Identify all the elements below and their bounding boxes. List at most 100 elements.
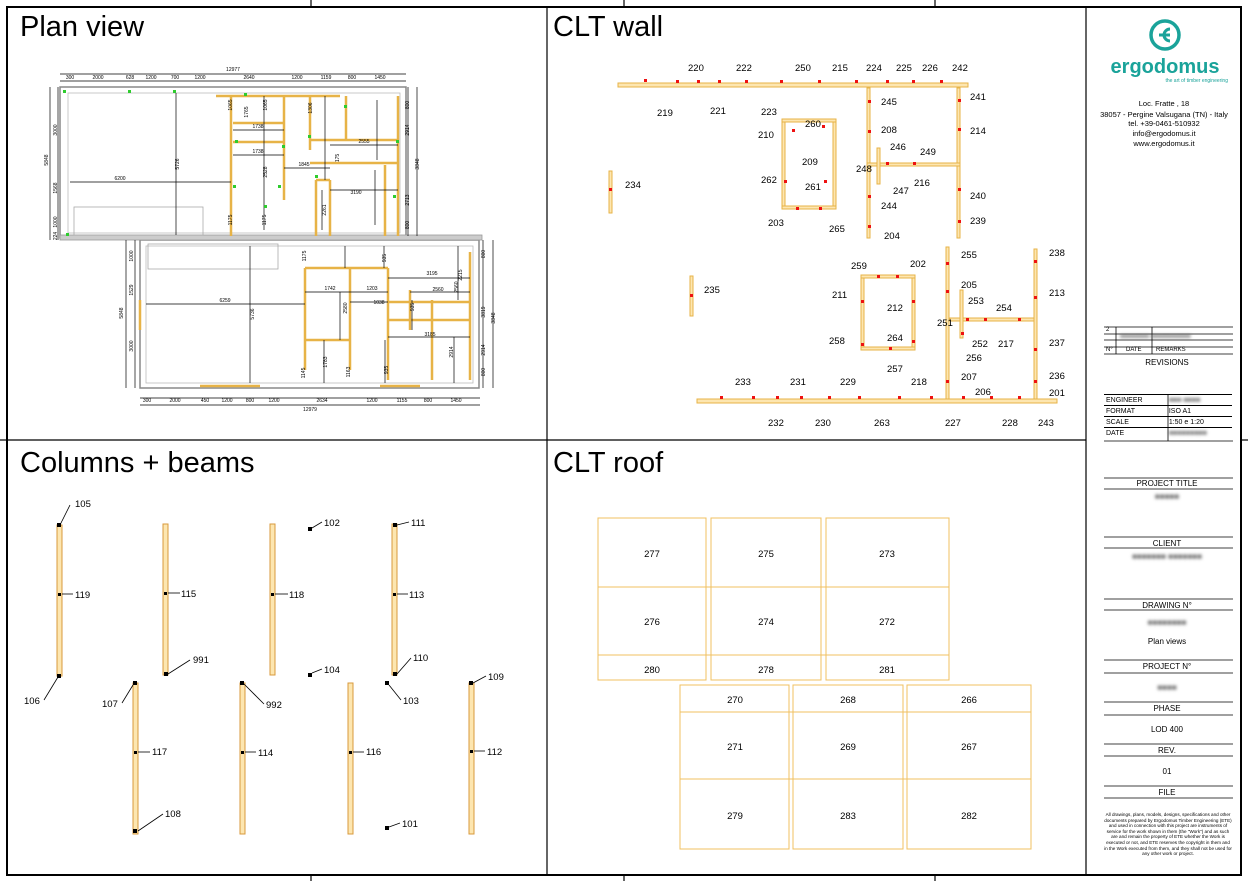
wall-element-label: 247 [893,186,909,197]
revision-number: 2 [1106,327,1110,333]
plan-dimension: 450 [201,398,210,404]
wall-element-label: 238 [1049,248,1065,259]
plan-dimension: 1163 [346,366,352,377]
prop-key: FORMAT [1104,405,1167,417]
plan-dimension: 3848 [491,312,497,323]
roof-panel-label: 279 [727,811,743,822]
plan-dimension: 5848 [119,307,125,318]
prop-key: SCALE [1104,416,1167,428]
drawing-number-label: DRAWING N° [1142,601,1192,610]
plan-dimension: 2580 [343,302,349,313]
clt-wall-markers [609,79,1037,399]
plan-dimension: 1200 [291,75,302,81]
columns-beams-labels: 1051191061159911021181041111131101031071… [24,499,504,830]
wall-element-label: 253 [968,296,984,307]
plan-dimension: 3195 [426,271,437,277]
plan-dimension: 1765 [244,106,250,117]
plan-dimension: 1000 [129,250,135,261]
roof-panel-label: 276 [644,617,660,628]
plan-dimension: 1845 [298,162,309,168]
plan-dimension: 6259 [219,298,230,304]
wall-element-label: 237 [1049,338,1065,349]
email-line: info@ergodomus.it [1132,129,1196,138]
address-line-2: 38057 - Pergine Valsugana (TN) - Italy [1100,110,1228,119]
plan-dimension: 2560 [432,287,443,293]
column-element-label: 115 [181,589,196,600]
wall-element-label: 235 [704,285,720,296]
plan-dimension: 1159 [321,75,332,81]
wall-element-label: 232 [768,418,784,429]
plan-dimension: 2640 [243,75,254,81]
wall-element-label: 230 [815,418,831,429]
drawing-sheet [6,6,1242,876]
wall-element-label: 240 [970,191,986,202]
plan-dimension: 800 [246,398,255,404]
roof-panel-label: 281 [879,665,895,676]
plan-dimension: 1038 [373,300,384,306]
plan-dimension: 1738 [252,124,263,130]
column-element-label: 114 [258,748,273,759]
wall-element-label: 261 [805,182,821,193]
project-number-label: PROJECT N° [1142,662,1192,671]
client-value: ■■■■■■■ ■■■■■■■ [1132,552,1202,561]
wall-element-label: 205 [961,280,977,291]
plan-dimension: 1450 [374,75,385,81]
plan-dimension: 935 [382,254,388,263]
column-element-label: 991 [193,655,209,666]
column-element-label: 110 [413,653,428,664]
plan-dimension: 2634 [316,398,327,404]
plan-dimension: 3185 [424,332,435,338]
wall-element-label: 220 [688,63,704,74]
roof-panel-label: 270 [727,695,743,706]
columns-beams-title: Columns + beams [20,447,255,479]
revision-col-n: N° [1106,347,1113,353]
wall-element-label: 257 [887,364,903,375]
roof-panel-label: 274 [758,617,774,628]
plan-dimension: 800 [348,75,357,81]
columns-beams-drawing [56,523,475,835]
plan-dimension: 300 [66,75,75,81]
drawing-number-value: ■■■■■■■■ [1147,618,1187,627]
phase-value: LOD 400 [1150,725,1184,734]
plan-dimension: 800 [481,250,487,259]
wall-element-label: 213 [1049,288,1065,299]
plan-dimension: 2528 [263,166,269,177]
wall-element-label: 202 [910,259,926,270]
plan-dimension: 5726 [175,158,181,169]
plan-dimension: 3848 [415,158,421,169]
plan-dimension: 2914 [481,344,487,355]
wall-element-label: 243 [1038,418,1054,429]
wall-element-label: 258 [829,336,845,347]
file-label: FILE [1158,788,1176,797]
wall-element-label: 203 [768,218,784,229]
column-element-label: 102 [324,518,340,529]
plan-dimension: 700 [171,75,180,81]
wall-element-label: 227 [945,418,961,429]
wall-element-label: 254 [996,303,1012,314]
wall-element-label: 244 [881,201,897,212]
column-element-label: 111 [411,518,425,529]
plan-dimension: 2914 [405,124,411,135]
plan-dimension: 2560 [454,281,460,292]
wall-element-label: 201 [1049,388,1065,399]
wall-element-label: 234 [625,180,641,191]
plan-view-drawing [49,73,494,406]
column-element-label: 101 [402,819,418,830]
plan-dimension: 2914 [449,346,455,357]
plan-dimension: 1738 [252,149,263,155]
column-element-label: 117 [152,747,167,758]
project-title-value: ■■■■■ [1154,492,1180,501]
wall-element-label: 259 [851,261,867,272]
wall-element-label: 236 [1049,371,1065,382]
plan-dimension: 1783 [323,356,329,367]
column-element-label: 106 [24,696,40,707]
plan-dimension: 935 [410,303,416,312]
logo-tagline: the art of timber engineering [1165,78,1228,84]
roof-panel-label: 266 [961,695,977,706]
plan-dimension: 3000 [129,340,135,351]
wall-element-label: 222 [736,63,752,74]
wall-element-label: 226 [922,63,938,74]
columns-leaders [43,504,487,832]
wall-element-label: 209 [802,157,818,168]
